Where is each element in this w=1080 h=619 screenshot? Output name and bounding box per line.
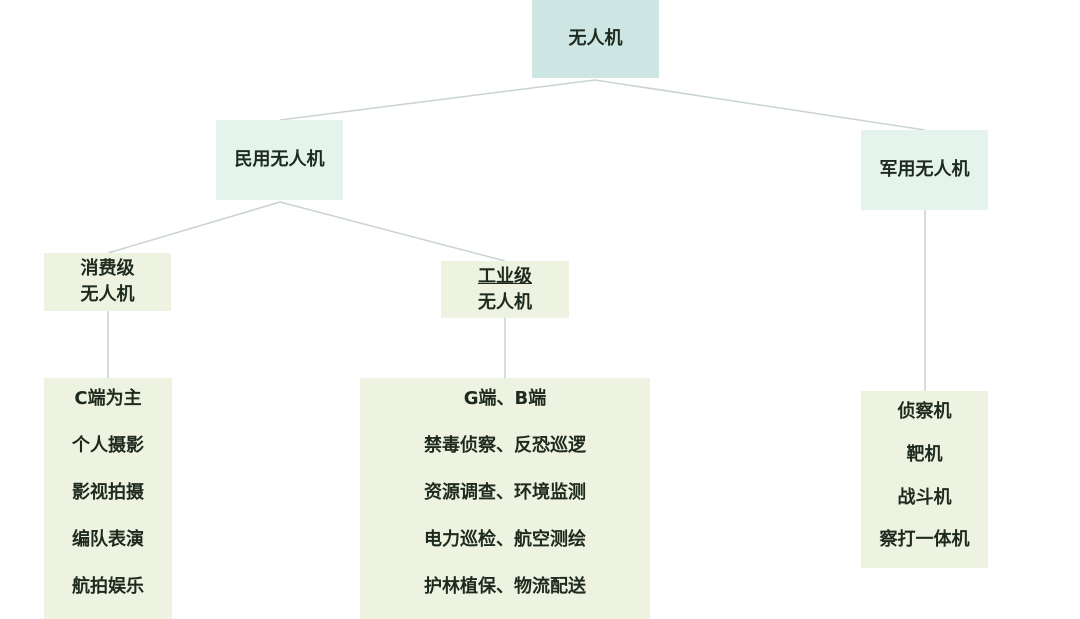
list-item: 战斗机	[897, 486, 952, 508]
line-civil-industrial	[279, 201, 506, 262]
node-consumer: 消费级 无人机	[44, 253, 171, 311]
military-types-list: 侦察机 靶机 战斗机 察打一体机	[861, 391, 988, 568]
list-item: C端为主	[74, 388, 142, 409]
line-root-civil	[279, 79, 596, 121]
node-industrial-label-1: 工业级	[478, 265, 532, 287]
industrial-uses-list: G端、B端 禁毒侦察、反恐巡逻 资源调查、环境监测 电力巡检、航空测绘 护林植保…	[360, 378, 650, 619]
node-root-label: 无人机	[568, 28, 623, 49]
list-item: 影视拍摄	[72, 482, 144, 503]
list-item: 个人摄影	[72, 435, 144, 456]
list-item: 资源调查、环境监测	[424, 482, 586, 503]
line-root-military	[594, 79, 926, 131]
list-item: 编队表演	[72, 529, 144, 550]
list-item: 电力巡检、航空测绘	[424, 529, 586, 550]
list-item: G端、B端	[463, 388, 547, 409]
list-item: 察打一体机	[879, 529, 970, 551]
list-item: 禁毒侦察、反恐巡逻	[424, 435, 586, 456]
line-civil-consumer	[107, 201, 281, 254]
list-item: 护林植保、物流配送	[424, 576, 586, 597]
node-root: 无人机	[532, 0, 659, 78]
node-industrial: 工业级 无人机	[441, 261, 569, 318]
node-civil: 民用无人机	[216, 120, 343, 200]
node-military: 军用无人机	[861, 130, 988, 210]
node-civil-label: 民用无人机	[234, 149, 325, 170]
list-item: 航拍娱乐	[72, 576, 144, 597]
list-item: 侦察机	[897, 401, 952, 422]
node-industrial-label-2: 无人机	[478, 291, 532, 313]
node-military-label: 军用无人机	[879, 159, 970, 180]
consumer-uses-list: C端为主 个人摄影 影视拍摄 编队表演 航拍娱乐	[44, 378, 172, 619]
node-consumer-label-1: 消费级	[80, 258, 135, 279]
node-consumer-label-2: 无人机	[80, 284, 135, 305]
list-item: 靶机	[906, 443, 943, 465]
